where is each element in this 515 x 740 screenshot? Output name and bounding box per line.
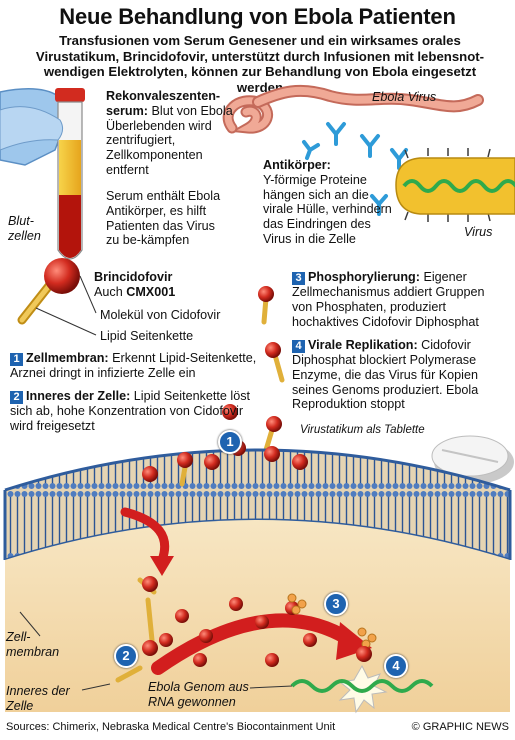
molecule-label: Molekül von Cidofovir [100,308,221,322]
step-4-badge: 4 [292,340,305,353]
tablet-label: Virustatikum als Tablette [300,424,425,436]
step-4-text: Cidofovir Diphosphat blockiert Polymeras… [292,338,479,412]
serum-block: Rekonvaleszenten-serum: Blut von Ebola Ü… [106,89,246,178]
cell-membrane-label: Zell-membran [6,630,60,659]
step-marker-1: 1 [218,430,242,454]
step-2-heading: Inneres der Zelle: [26,389,131,403]
virus-icon [395,148,515,222]
step-marker-3: 3 [324,592,348,616]
step-marker-2: 2 [114,644,138,668]
molecule-legend-icon [17,258,97,336]
step-3-text: Eigener Zellmechanismus addiert Gruppen … [292,270,485,329]
genome-label: Ebola Genom aus RNA gewonnen [148,680,249,709]
virus-label: Virus [464,225,493,239]
serum-text: Blut von Ebola Überlebenden wird zentrif… [106,103,233,177]
ebola-virus-icon [222,84,484,134]
brincidofovir-block: Brincidofovir Auch CMX001 [94,270,274,300]
interior-molecules [115,576,377,683]
cell-interior-label: Inneres der Zelle [6,684,70,713]
step-4-heading: Virale Replikation: [308,338,418,352]
antibody-icon [302,122,408,216]
blood-tube-icon [0,88,85,260]
blood-cells-label: Blut-zellen [8,214,41,243]
lipid-label: Lipid Seitenkette [100,329,194,343]
antibody-block: Antikörper: Y-förmige Proteine hängen si… [263,158,395,247]
credit: © GRAPHIC NEWS [411,721,509,733]
brincidofovir-aka: CMX001 [126,284,176,299]
step-1-heading: Zellmembran: [26,351,109,365]
step-3-heading: Phosphorylierung: [308,270,420,284]
step-marker-4: 4 [384,654,408,678]
serum-text-2: Serum enthält Ebola Antikörper, es hilft… [106,189,221,248]
brincidofovir-heading: Brincidofovir [94,270,173,284]
serum-heading: Rekonvaleszenten-serum: [106,89,221,118]
rna-strand [290,679,434,693]
arrow-inside [120,507,170,565]
step-2-badge: 2 [10,391,23,404]
page-title: Neue Behandlung von Ebola Patienten [59,4,456,29]
step-1-badge: 1 [10,353,23,366]
antibody-text: Y-förmige Proteine hängen sich an die vi… [263,172,392,246]
brincidofovir-aka-prefix: Auch [94,284,127,299]
step-2-text: Lipid Seitenkette löst sich ab, hohe Kon… [10,389,251,433]
drug-molecules [222,286,285,453]
step-1-text: Erkennt Lipid-Seitenkette, Arznei dringt… [10,351,257,380]
sources: Sources: Chimerix, Nebraska Medical Cent… [6,721,336,733]
step-3-badge: 3 [292,272,305,285]
ebola-virus-label: Ebola Virus [372,90,437,104]
subtitle: Transfusionen vom Serum Genesener und ei… [35,33,485,95]
antibody-heading: Antikörper: [263,158,331,172]
